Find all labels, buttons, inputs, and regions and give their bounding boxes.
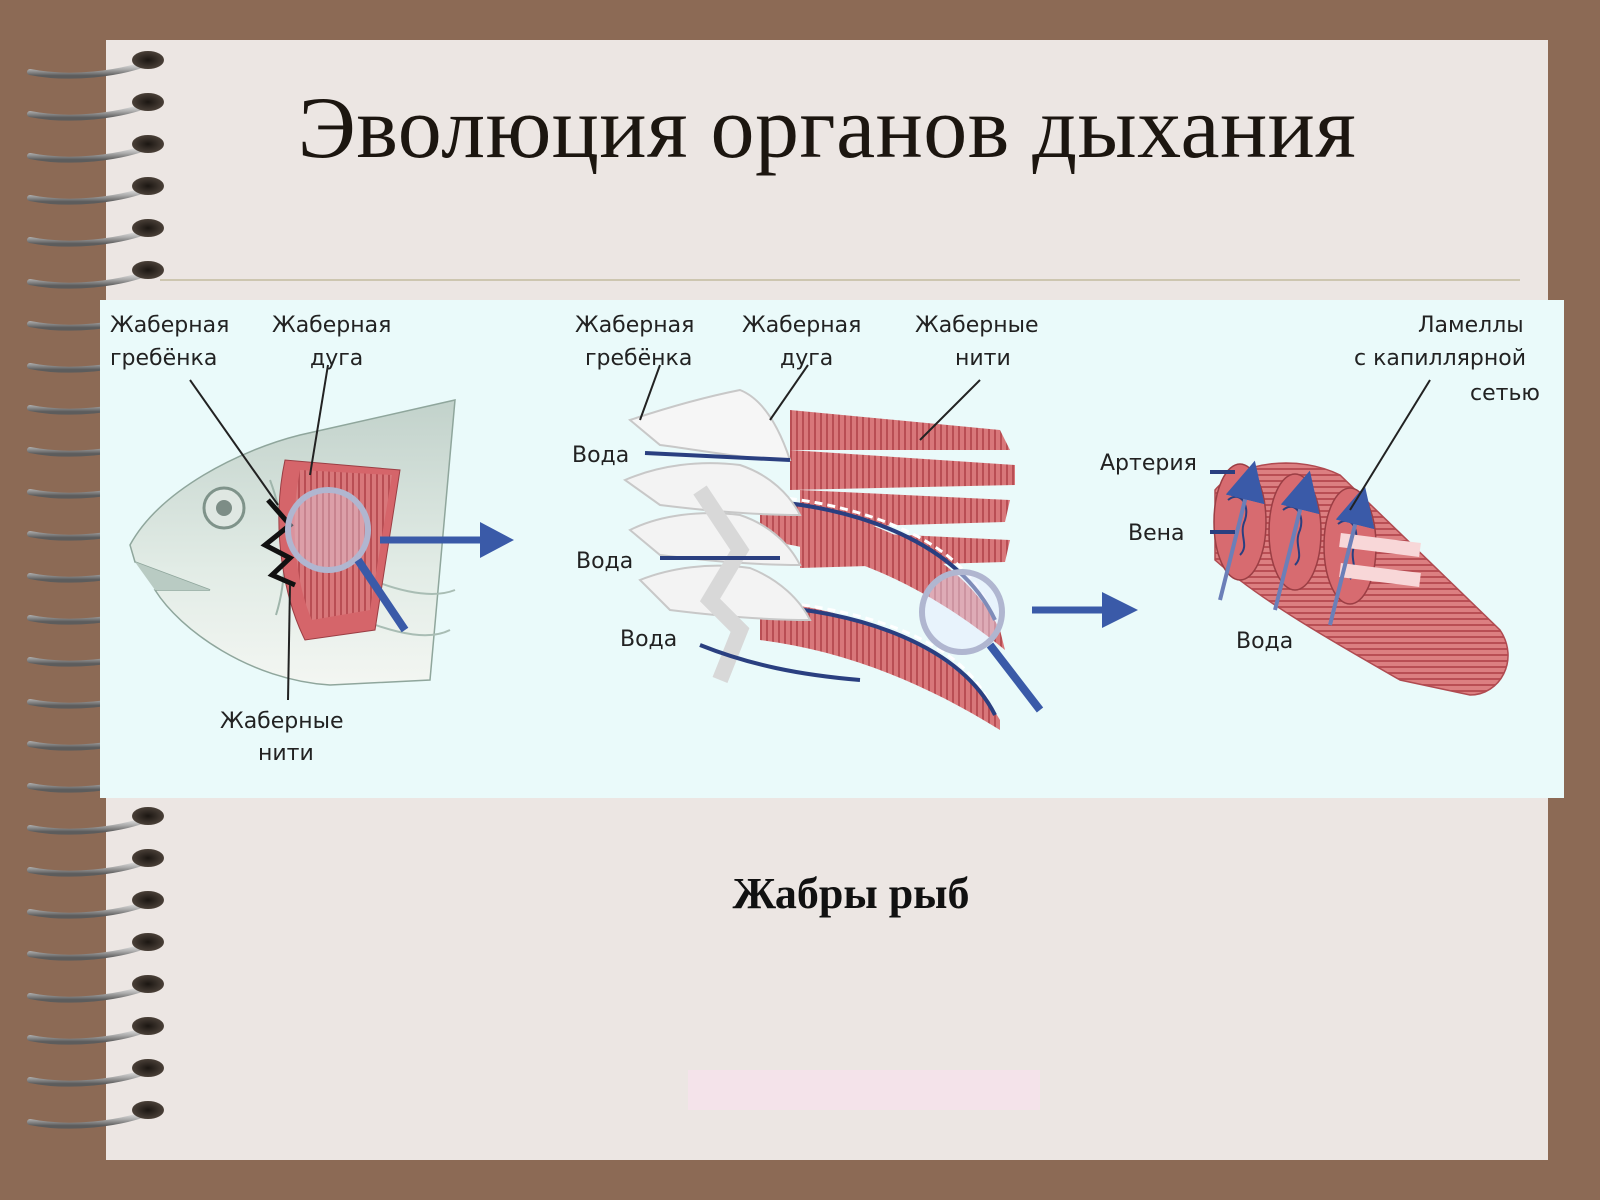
label-water-1: Вода bbox=[572, 443, 629, 468]
water-flow-line bbox=[644, 451, 791, 462]
water-flow-line bbox=[699, 643, 861, 682]
label-lamellae-a: Ламеллы bbox=[1418, 313, 1524, 338]
binding-ring bbox=[27, 941, 153, 961]
leader-line bbox=[287, 584, 291, 701]
leader-line bbox=[769, 364, 809, 421]
fish-pupil bbox=[216, 500, 232, 516]
label-gill-arch-1b: дуга bbox=[310, 346, 363, 371]
leader-line bbox=[1349, 379, 1431, 511]
magnifier-lens bbox=[285, 487, 371, 573]
label-water-3: Вода bbox=[620, 627, 677, 652]
binding-hole bbox=[132, 135, 164, 153]
label-water-4: Вода bbox=[1236, 629, 1293, 654]
label-gill-filaments-1a: Жаберные bbox=[220, 709, 344, 734]
title-divider bbox=[160, 279, 1520, 281]
magnifier-lens-2 bbox=[919, 569, 1005, 655]
binding-hole bbox=[132, 891, 164, 909]
water-flow-arrow bbox=[1273, 470, 1320, 611]
placeholder-box bbox=[688, 1070, 1040, 1110]
leader-line bbox=[639, 364, 661, 421]
label-water-2: Вода bbox=[576, 549, 633, 574]
binding-hole bbox=[132, 1059, 164, 1077]
arrow-head-2 bbox=[1102, 592, 1138, 628]
binding-ring bbox=[27, 185, 153, 205]
arrow-head bbox=[480, 522, 514, 558]
label-gill-arch-1a: Жаберная bbox=[272, 313, 391, 338]
binding-ring bbox=[27, 269, 153, 289]
leader-line bbox=[309, 364, 329, 476]
label-artery: Артерия bbox=[1100, 451, 1197, 476]
gill-filaments-fish bbox=[294, 470, 392, 620]
binding-hole bbox=[132, 975, 164, 993]
binding-hole bbox=[132, 177, 164, 195]
filament-detail-illustration bbox=[1210, 460, 1509, 696]
gill-arch-bones bbox=[622, 388, 812, 683]
label-lamellae-b: с капиллярной bbox=[1354, 346, 1526, 371]
label-gill-raker-2a: Жаберная bbox=[575, 313, 694, 338]
binding-ring bbox=[27, 1109, 153, 1129]
magnifier-handle-2 bbox=[986, 642, 1044, 713]
label-gill-filaments-1b: нити bbox=[258, 741, 314, 766]
binding-hole bbox=[132, 1101, 164, 1119]
binding-ring bbox=[27, 983, 153, 1003]
water-flow-arrow bbox=[1218, 460, 1265, 601]
label-gill-raker-1a: Жаберная bbox=[110, 313, 229, 338]
gill-diagram: Жаберная гребёнка Жаберная дуга Жаберные… bbox=[110, 313, 1540, 766]
label-gill-raker-2b: гребёнка bbox=[585, 346, 692, 371]
filament-stack bbox=[749, 410, 1015, 730]
label-gill-filaments-2b: нити bbox=[955, 346, 1011, 371]
slide-title: Эволюция органов дыхания bbox=[297, 80, 1357, 177]
fish-head-illustration bbox=[129, 399, 514, 686]
magnifier-handle bbox=[354, 557, 409, 633]
label-gill-arch-2b: дуга bbox=[780, 346, 833, 371]
gill-arch-illustration bbox=[622, 388, 1138, 730]
binding-ring bbox=[27, 1025, 153, 1045]
binding-ring bbox=[27, 227, 153, 247]
label-vein: Вена bbox=[1128, 521, 1185, 546]
binding-hole bbox=[132, 51, 164, 69]
binding-hole bbox=[132, 219, 164, 237]
binding-hole bbox=[132, 807, 164, 825]
label-gill-arch-2a: Жаберная bbox=[742, 313, 861, 338]
binding-hole bbox=[132, 261, 164, 279]
leader-line bbox=[919, 379, 981, 441]
binding-ring bbox=[27, 59, 153, 79]
leader-line bbox=[189, 379, 279, 506]
gill-diagram-panel: Жаберная гребёнка Жаберная дуга Жаберные… bbox=[100, 300, 1564, 798]
binding-ring bbox=[27, 815, 153, 835]
label-gill-raker-1b: гребёнка bbox=[110, 346, 217, 371]
label-lamellae-c: сетью bbox=[1470, 381, 1540, 406]
binding-hole bbox=[132, 1017, 164, 1035]
slide-caption: Жабры рыб bbox=[732, 869, 970, 918]
binding-hole bbox=[132, 93, 164, 111]
water-flow-arrow bbox=[1328, 485, 1375, 626]
binding-ring bbox=[27, 1067, 153, 1087]
binding-hole bbox=[132, 849, 164, 867]
label-gill-filaments-2a: Жаберные bbox=[915, 313, 1039, 338]
fish-mouth bbox=[135, 562, 210, 590]
binding-hole bbox=[132, 933, 164, 951]
